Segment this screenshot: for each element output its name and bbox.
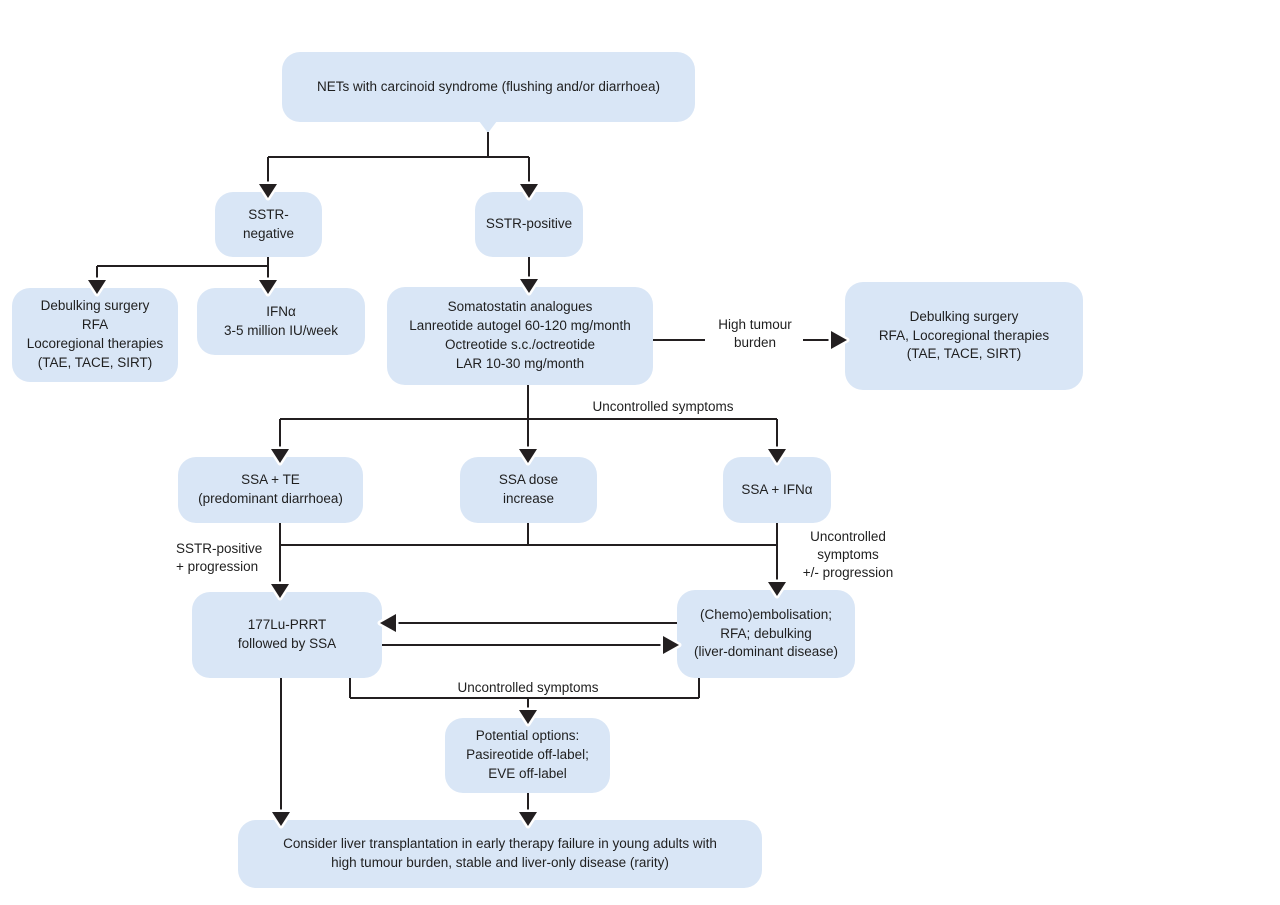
node-ssa-dose-increase: SSA dose increase [460, 457, 597, 523]
node-somatostatin-analogues: Somatostatin analogues Lanreotide autoge… [387, 287, 653, 385]
start-node-tail [479, 121, 497, 133]
label-uncontrolled-symptoms-top: Uncontrolled symptoms [592, 399, 734, 414]
label-uncontrolled-symptoms-bottom: Uncontrolled symptoms [457, 680, 599, 695]
node-debulking-surgery-right: Debulking surgery RFA, Locoregional ther… [845, 282, 1083, 390]
node-177lu-prrt: 177Lu-PRRT followed by SSA [192, 592, 382, 678]
node-chemoembolisation: (Chemo)embolisation; RFA; debulking (liv… [677, 590, 855, 678]
node-potential-options: Potential options: Pasireotide off-label… [445, 718, 610, 793]
node-ifn-alpha: IFNα 3-5 million IU/week [197, 288, 365, 355]
node-liver-transplantation: Consider liver transplantation in early … [238, 820, 762, 888]
node-ssa-te: SSA + TE (predominant diarrhoea) [178, 457, 363, 523]
label-sstr-positive-progression: SSTR-positive + progression [176, 541, 263, 575]
node-debulking-surgery-left: Debulking surgery RFA Locoregional thera… [12, 288, 178, 382]
label-high-tumour-burden: High tumour burden [718, 317, 792, 351]
node-nets-carcinoid-syndrome: NETs with carcinoid syndrome (flushing a… [282, 52, 695, 122]
label-uncontrolled-symptoms-progression: Uncontrolled symptoms +/- progression [802, 529, 894, 581]
node-sstr-positive: SSTR-positive [475, 192, 583, 257]
node-ssa-ifn-alpha: SSA + IFNα [723, 457, 831, 523]
node-sstr-negative: SSTR-negative [215, 192, 322, 257]
arrowhead-lu-prrt-left [377, 611, 399, 635]
